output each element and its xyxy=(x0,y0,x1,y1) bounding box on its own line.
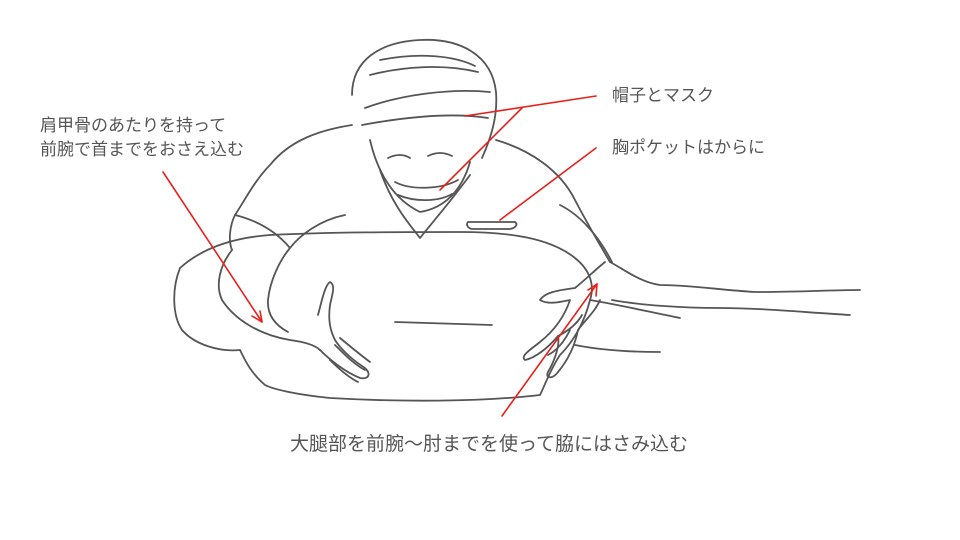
label-shoulder-instruction: 肩甲骨のあたりを持って 前腕で首までをおさえ込む xyxy=(40,114,244,162)
left-forearm-inner xyxy=(267,247,291,333)
right-arm xyxy=(609,261,861,293)
mask xyxy=(394,179,459,202)
sleeve-left xyxy=(234,214,346,249)
label-thigh-instruction: 大腿部を前腕〜肘までを使って脇にはさみ込む xyxy=(290,433,689,455)
arrow-head-shoulder xyxy=(251,310,263,323)
chest-pocket xyxy=(466,221,518,230)
label-cap-mask: 帽子とマスク xyxy=(612,86,714,106)
right-arm-lower xyxy=(611,299,851,316)
left-forearm xyxy=(218,249,321,351)
label-chest-pocket: 胸ポケットはからに xyxy=(612,138,765,158)
left-hand xyxy=(317,281,370,380)
sleeve-right xyxy=(559,204,613,263)
arrow-line-shoulder xyxy=(162,171,263,323)
eyes xyxy=(387,152,453,159)
patient-body xyxy=(173,231,593,402)
collar xyxy=(379,169,471,239)
shoulder-right xyxy=(495,139,611,263)
patient-center-line xyxy=(394,321,493,326)
cap-lines xyxy=(361,54,491,126)
lower-body xyxy=(574,299,681,353)
right-hand xyxy=(522,261,606,379)
label-shoulder-line1: 肩甲骨のあたりを持って xyxy=(40,116,227,136)
leader-cap-1 xyxy=(464,95,597,117)
label-shoulder-line2: 前腕で首までをおさえ込む xyxy=(40,140,244,160)
left-fingers xyxy=(329,337,371,383)
head-outline xyxy=(351,39,498,159)
shoulder-left xyxy=(228,124,353,251)
arrow-line-thigh xyxy=(501,283,598,417)
leader-pocket xyxy=(499,147,597,221)
arrow-head-thigh xyxy=(587,283,598,297)
face-outline xyxy=(369,139,471,213)
leader-cap-2 xyxy=(439,107,523,191)
